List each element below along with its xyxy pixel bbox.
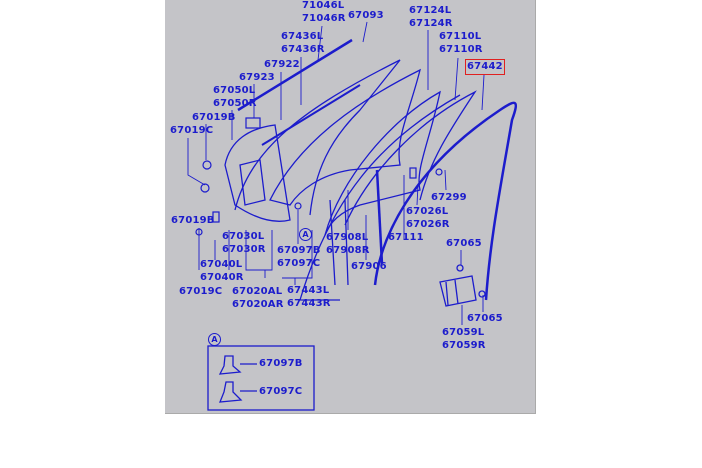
detail-part-b xyxy=(218,355,257,375)
detail-label-67097C[interactable]: 67097C xyxy=(259,386,303,397)
part-label-67030L[interactable]: 67030L xyxy=(222,231,265,242)
part-label-67124R[interactable]: 67124R xyxy=(409,18,453,29)
part-label-67050L[interactable]: 67050L xyxy=(213,85,256,96)
glass-run-outer xyxy=(299,94,461,301)
part-label-67110L[interactable]: 67110L xyxy=(439,31,482,42)
part-label-67065-bottom[interactable]: 67065 xyxy=(467,313,503,324)
regulator-bracket-67059 xyxy=(439,264,486,307)
detail-part-c xyxy=(219,381,257,403)
part-label-67097B[interactable]: 67097B xyxy=(277,245,321,256)
clip-parts xyxy=(195,117,443,236)
part-label-67065-top[interactable]: 67065 xyxy=(446,238,482,249)
part-label-67093[interactable]: 67093 xyxy=(348,10,384,21)
door-inner-panel xyxy=(224,124,291,222)
part-label-67097C[interactable]: 67097C xyxy=(277,258,321,269)
part-label-67442-highlighted[interactable]: 67442 xyxy=(465,59,505,75)
part-label-67019B[interactable]: 67019B xyxy=(192,112,236,123)
part-label-67020AL[interactable]: 67020AL xyxy=(232,286,283,297)
door-frame-1 xyxy=(234,59,401,216)
part-label-67436R[interactable]: 67436R xyxy=(281,44,325,55)
part-label-67908R[interactable]: 67908R xyxy=(326,245,370,256)
detail-label-67097B[interactable]: 67097B xyxy=(259,358,303,369)
part-label-67020AR[interactable]: 67020AR xyxy=(232,299,284,310)
leader-lines xyxy=(187,21,485,325)
front-glass xyxy=(344,90,477,226)
part-label-67923[interactable]: 67923 xyxy=(239,72,275,83)
weatherstrip-67442 xyxy=(373,101,517,301)
part-label-67019C[interactable]: 67019C xyxy=(170,125,214,136)
part-label-67908L[interactable]: 67908L xyxy=(326,232,369,243)
part-label-67922[interactable]: 67922 xyxy=(264,59,300,70)
detail-box xyxy=(207,345,315,411)
part-label-67906[interactable]: 67906 xyxy=(351,261,387,272)
part-label-67443L[interactable]: 67443L xyxy=(287,285,330,296)
part-label-67436L[interactable]: 67436L xyxy=(281,31,324,42)
parts-diagram-panel xyxy=(165,0,536,414)
part-label-67299[interactable]: 67299 xyxy=(431,192,467,203)
channel-67906 xyxy=(375,169,384,265)
part-label-67059R[interactable]: 67059R xyxy=(442,340,486,351)
part-label-67059L[interactable]: 67059L xyxy=(442,327,485,338)
part-label-67110R[interactable]: 67110R xyxy=(439,44,483,55)
part-label-67030R[interactable]: 67030R xyxy=(222,244,266,255)
inner-molding xyxy=(261,84,361,146)
part-label-67026L[interactable]: 67026L xyxy=(406,206,449,217)
belt-molding xyxy=(237,38,353,112)
part-label-67040R[interactable]: 67040R xyxy=(200,272,244,283)
detail-marker-a: A xyxy=(208,333,221,346)
part-label-67443R[interactable]: 67443R xyxy=(287,298,331,309)
part-label-67124L[interactable]: 67124L xyxy=(409,5,452,16)
part-label-67019C-lower[interactable]: 67019C xyxy=(179,286,223,297)
door-frame-2 xyxy=(269,68,421,206)
part-label-67026R[interactable]: 67026R xyxy=(406,219,450,230)
callout-marker-a: A xyxy=(299,228,312,241)
part-label-71046L[interactable]: 71046L xyxy=(302,0,345,11)
door-glass-diagram-art xyxy=(187,21,517,411)
part-label-67111[interactable]: 67111 xyxy=(388,232,424,243)
part-label-71046R[interactable]: 71046R xyxy=(302,13,346,24)
part-label-67050R[interactable]: 67050R xyxy=(213,98,257,109)
part-label-67019B-lower[interactable]: 67019B xyxy=(171,215,215,226)
part-label-67040L[interactable]: 67040L xyxy=(200,259,243,270)
glass-bar xyxy=(329,199,349,286)
